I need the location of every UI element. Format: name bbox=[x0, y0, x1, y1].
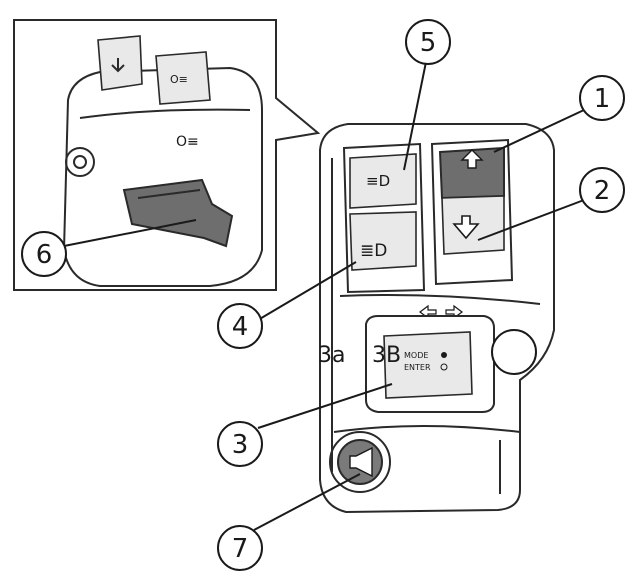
mode-enter-button bbox=[383, 331, 473, 399]
inset-detail: O≡ O≡ bbox=[13, 19, 321, 291]
callout-1-circle bbox=[579, 75, 625, 121]
leader-1 bbox=[493, 109, 585, 153]
mode-dot-icon bbox=[441, 352, 447, 358]
callout-3-circle bbox=[217, 421, 263, 467]
label-3a: 3a bbox=[318, 343, 345, 368]
callout-3: 3 bbox=[217, 421, 263, 467]
leader-2 bbox=[477, 199, 585, 241]
low-beam-icon: ≡D bbox=[366, 172, 390, 190]
callout-2: 2 bbox=[579, 167, 625, 213]
leader-6 bbox=[63, 219, 197, 247]
leader-5 bbox=[403, 61, 427, 171]
inset-top-button-left bbox=[97, 35, 143, 91]
leader-7 bbox=[253, 473, 361, 531]
housing-lower-curve bbox=[333, 425, 521, 433]
mode-label: MODE bbox=[404, 351, 428, 360]
inset-down-arrow-icon bbox=[111, 58, 125, 73]
horn-button-bezel bbox=[329, 431, 391, 493]
inset-screw-head-icon bbox=[73, 155, 87, 169]
inset-top-button-right bbox=[155, 51, 211, 105]
callout-6: 6 bbox=[21, 231, 67, 277]
up-arrow-icon bbox=[460, 149, 484, 169]
inset-flash-icon: O≡ bbox=[170, 73, 188, 86]
inset-contour-line bbox=[79, 108, 251, 119]
callout-5-label: 5 bbox=[420, 28, 437, 58]
leader-3 bbox=[257, 383, 393, 429]
low-beam-button bbox=[349, 153, 417, 209]
callout-2-label: 2 bbox=[594, 176, 611, 206]
callout-7-circle bbox=[217, 525, 263, 571]
callout-6-label: 6 bbox=[36, 240, 53, 270]
callout-1: 1 bbox=[579, 75, 625, 121]
down-arrow-icon bbox=[452, 215, 480, 240]
callout-4-circle bbox=[217, 303, 263, 349]
leader-4 bbox=[257, 261, 357, 321]
callout-3-label: 3 bbox=[232, 430, 249, 460]
horn-icon bbox=[349, 446, 373, 478]
inset-trigger-highlight bbox=[137, 189, 201, 199]
callout-2-circle bbox=[579, 167, 625, 213]
inset-frame bbox=[13, 19, 321, 291]
callout-4-label: 4 bbox=[232, 312, 249, 342]
inset-screw bbox=[65, 147, 95, 177]
label-3b: 3B bbox=[372, 343, 401, 368]
high-beam-icon: ≣D bbox=[360, 241, 387, 261]
blank-circle-marker bbox=[491, 329, 537, 375]
callout-7: 7 bbox=[217, 525, 263, 571]
inset-high-beam-icon: O≡ bbox=[176, 134, 199, 150]
callout-1-label: 1 bbox=[594, 84, 611, 114]
callout-6-circle bbox=[21, 231, 67, 277]
callout-4: 4 bbox=[217, 303, 263, 349]
callout-5-circle bbox=[405, 19, 451, 65]
callout-7-label: 7 bbox=[232, 534, 249, 564]
enter-label: ENTER bbox=[404, 363, 431, 372]
enter-ring-icon bbox=[440, 363, 448, 371]
callout-5: 5 bbox=[405, 19, 451, 65]
main-housing: ≡D ≣D MODE ENTER bbox=[319, 123, 555, 514]
housing-divider-curve bbox=[339, 294, 541, 305]
high-beam-button bbox=[349, 211, 417, 271]
